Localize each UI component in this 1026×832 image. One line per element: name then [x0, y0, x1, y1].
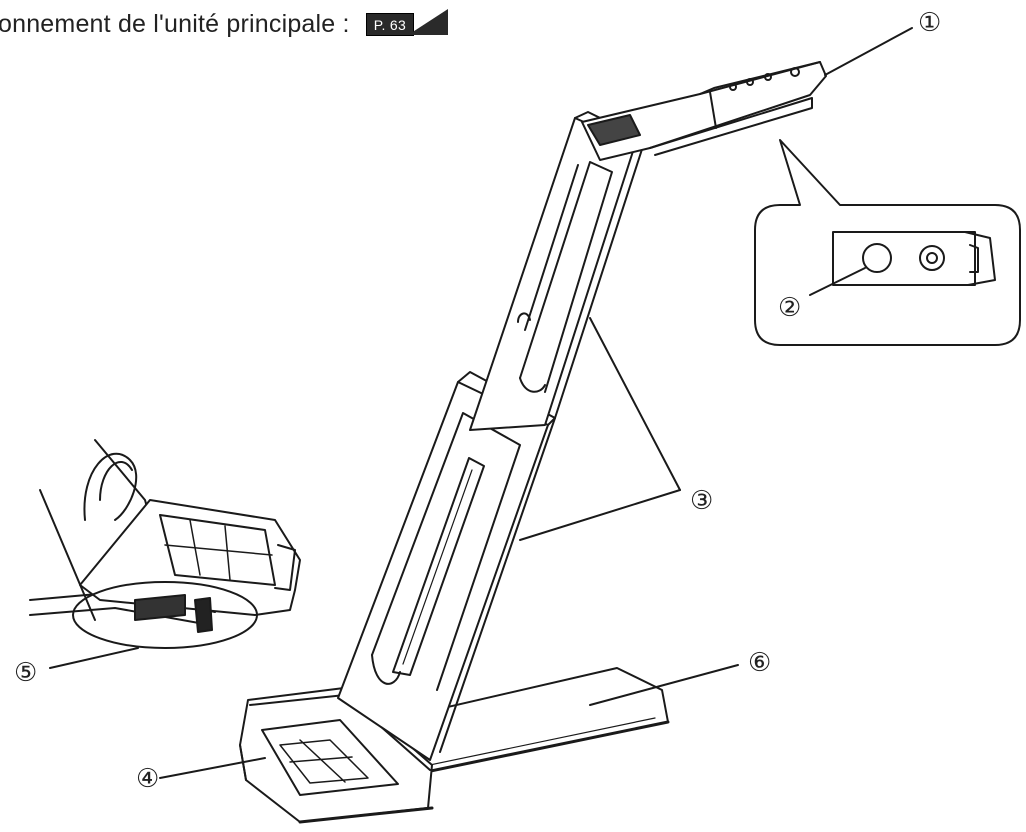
section-header: onnement de l'unité principale : P. 63 [0, 4, 448, 44]
connector-inset-view [29, 439, 301, 649]
arrow-tab-icon [407, 9, 448, 35]
leader-3a [589, 317, 681, 491]
callout-5: ⑤ [14, 658, 38, 688]
leader-3b [519, 489, 681, 541]
callout-6: ⑥ [748, 648, 772, 678]
callout-4: ④ [136, 764, 160, 794]
callout-1: ① [918, 8, 942, 38]
leader-lines [49, 27, 913, 779]
upper-arm [469, 111, 646, 431]
callout-3: ③ [690, 486, 714, 516]
header-title: onnement de l'unité principale : [0, 9, 350, 38]
leader-6 [589, 664, 739, 706]
leader-2 [809, 267, 866, 296]
leader-5 [49, 647, 139, 669]
camera-head [581, 61, 827, 161]
camera-detail-bubble [754, 139, 1021, 346]
leader-4 [159, 757, 266, 779]
callout-2: ② [778, 293, 802, 323]
page-reference-link[interactable]: P. 63 [365, 9, 448, 36]
leader-1 [824, 27, 913, 76]
